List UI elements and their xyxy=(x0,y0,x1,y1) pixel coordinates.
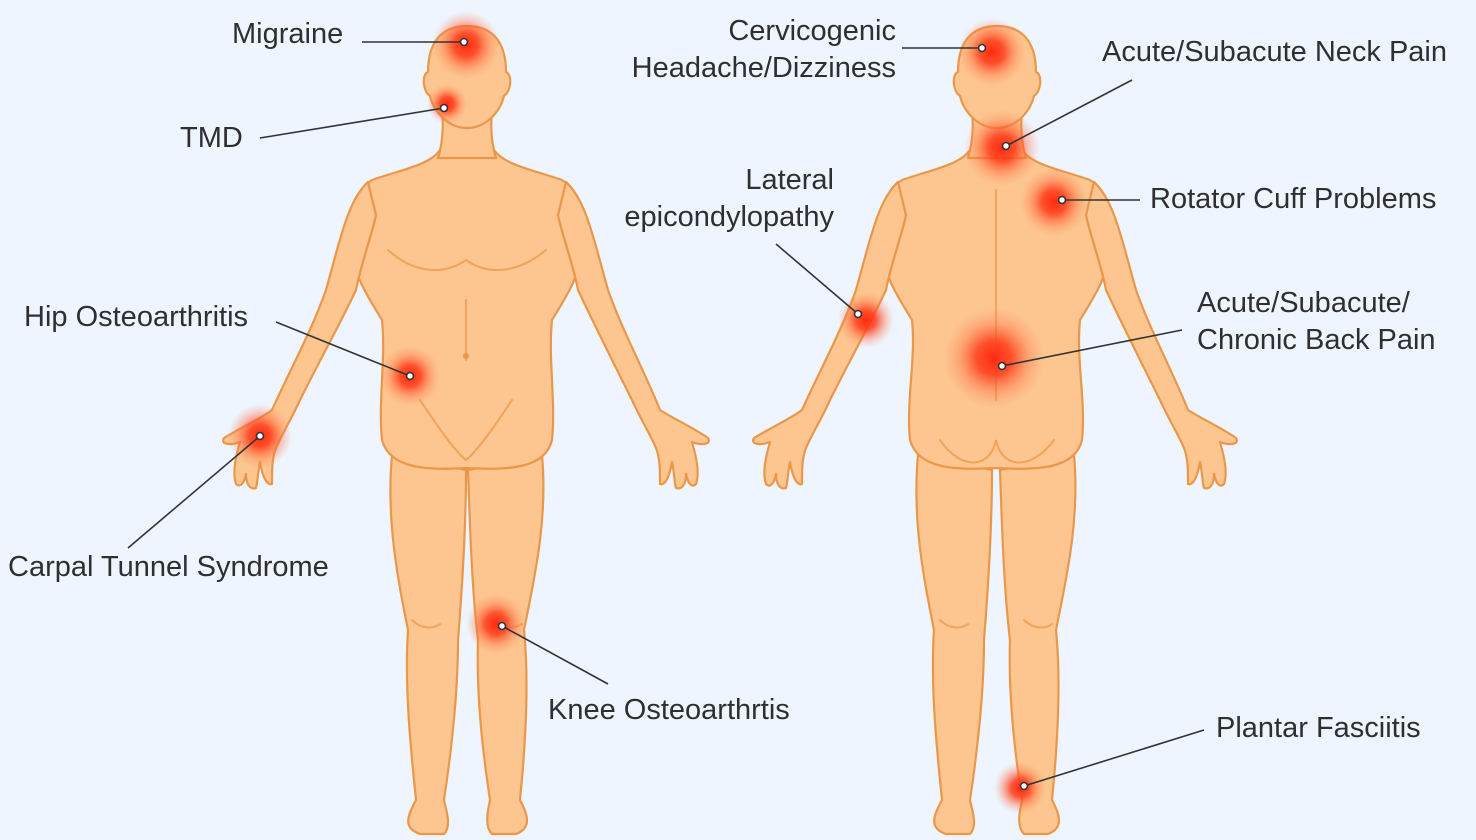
label-knee-osteoarthritis: Knee Osteoarthrtis xyxy=(548,692,790,729)
hotspot-back xyxy=(944,308,1044,408)
label-neck-pain: Acute/Subacute Neck Pain xyxy=(1102,34,1447,71)
hotspot-knee xyxy=(466,594,526,654)
label-carpal-tunnel: Carpal Tunnel Syndrome xyxy=(8,549,329,586)
label-hip-osteoarthritis: Hip Osteoarthritis xyxy=(24,299,248,336)
label-lateral-line2: epicondylopathy xyxy=(600,199,834,236)
hotspot-tmd xyxy=(427,84,467,124)
hotspot-plantar xyxy=(994,762,1046,814)
label-lateral-line1: Lateral xyxy=(600,162,834,199)
label-back-pain-line2: Chronic Back Pain xyxy=(1197,322,1436,359)
hotspot-neck xyxy=(964,110,1040,186)
label-migraine: Migraine xyxy=(232,16,343,53)
label-rotator-cuff: Rotator Cuff Problems xyxy=(1150,181,1436,218)
label-cervicogenic-line1: Cervicogenic xyxy=(600,13,896,50)
label-back-pain-line1: Acute/Subacute/ xyxy=(1197,285,1410,322)
label-plantar-fasciitis: Plantar Fasciitis xyxy=(1216,710,1421,747)
hotspot-cervicogenic xyxy=(958,18,1026,86)
label-cervicogenic-line2: Headache/Dizziness xyxy=(600,50,896,87)
label-tmd: TMD xyxy=(180,120,243,157)
hotspot-rotator xyxy=(1020,168,1088,236)
hotspot-lateral xyxy=(838,292,894,348)
